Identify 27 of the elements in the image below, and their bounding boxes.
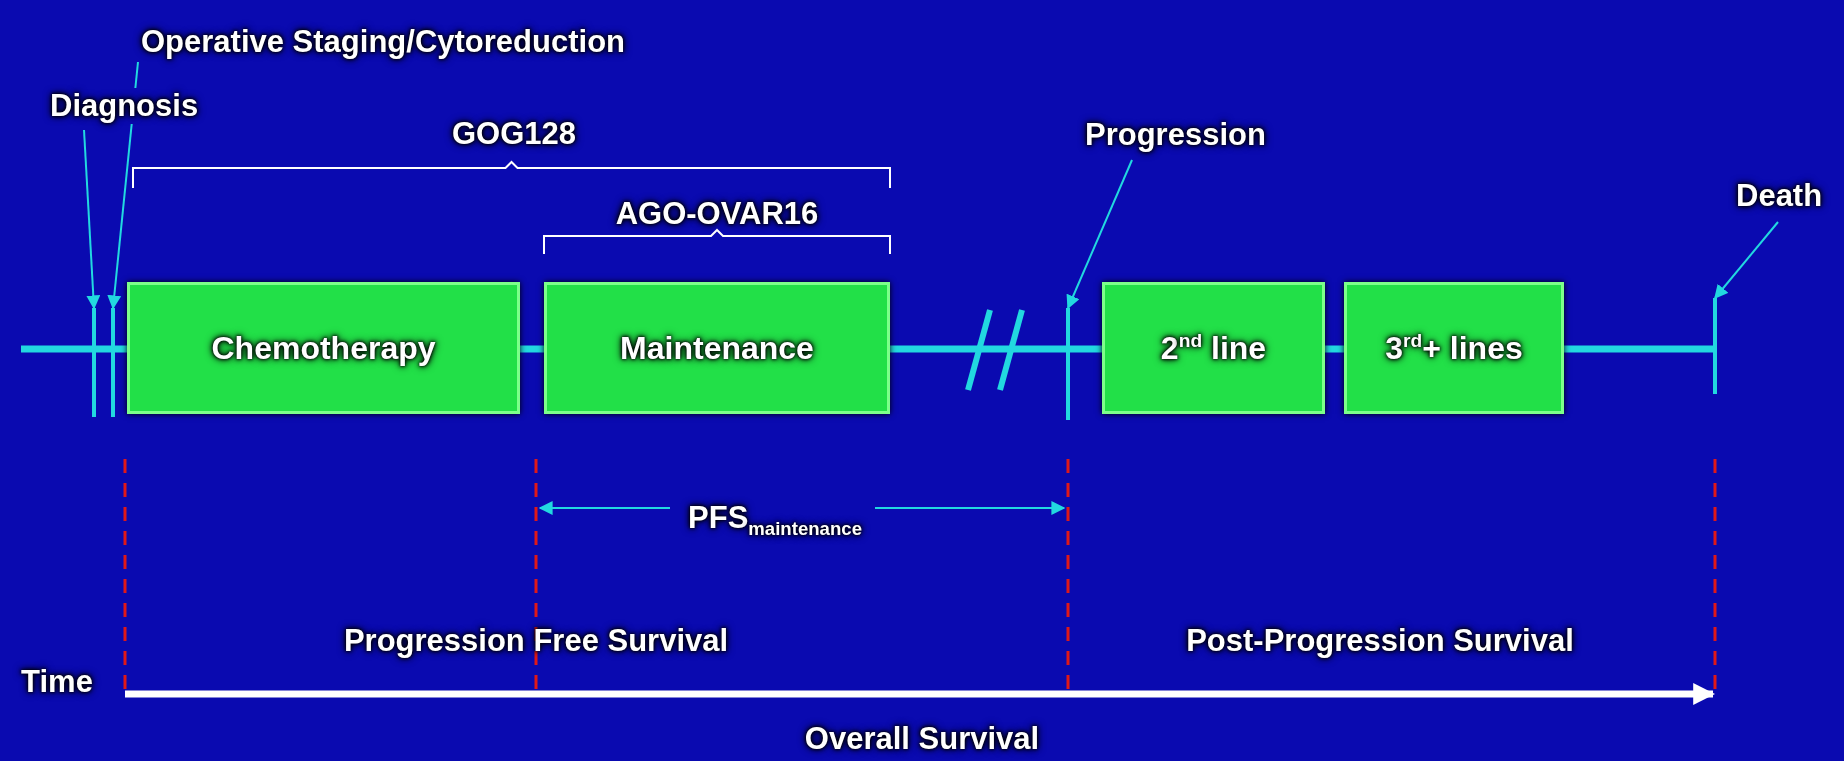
box-label: 3$^{rd}$+ lines	[1385, 329, 1523, 367]
timeline-segment	[1564, 345, 1713, 353]
tick-mark	[1713, 298, 1717, 394]
tick-mark	[1066, 308, 1070, 420]
leader-arrow	[1714, 221, 1779, 300]
axis-label: Time	[21, 664, 93, 700]
interval-label: Post-Progression Survival	[1186, 623, 1574, 659]
leader-arrow	[83, 129, 101, 310]
event-label: Diagnosis	[50, 88, 199, 124]
study-label: AGO-OVAR16	[615, 196, 819, 232]
interval-label: Overall Survival	[804, 721, 1040, 757]
timeline-segment	[1325, 345, 1344, 353]
box-label: Chemotherapy	[211, 329, 436, 367]
leader-arrow	[1066, 159, 1133, 310]
interval-label: Progression Free Survival	[343, 623, 729, 659]
treatment-box	[544, 282, 890, 414]
tick-mark	[92, 308, 96, 417]
box-label: 2$^{nd}$ line	[1160, 329, 1267, 367]
treatment-box	[1102, 282, 1325, 414]
timeline-segment	[890, 345, 1066, 353]
treatment-box	[1344, 282, 1564, 414]
box-label: Maintenance	[620, 329, 814, 367]
interval-label: PFS$_{maintenance}$	[688, 500, 862, 540]
study-label: GOG128	[451, 116, 577, 152]
treatment-box	[127, 282, 520, 414]
tick-mark	[111, 308, 115, 417]
timeline-segment	[520, 345, 544, 353]
